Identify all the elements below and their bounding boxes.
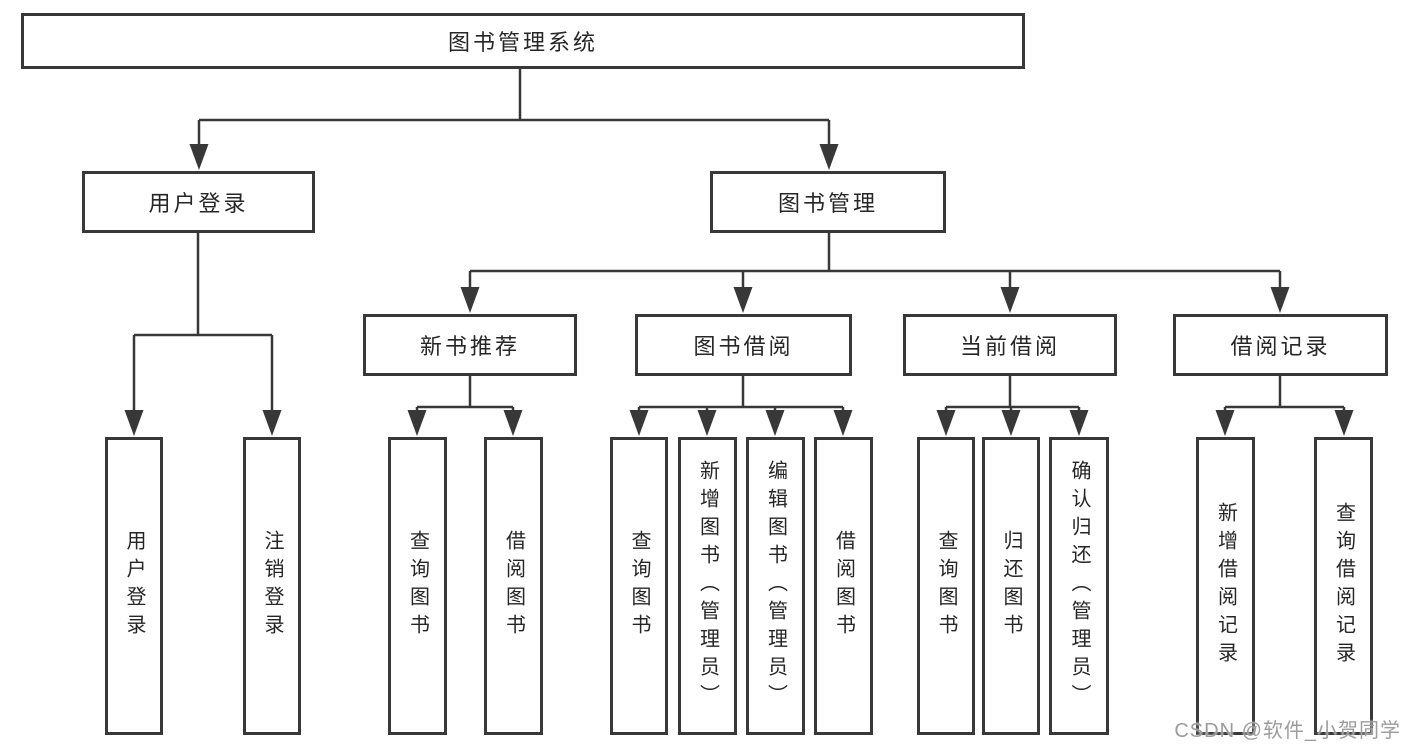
node-label: 编辑图书（管理员） <box>764 460 787 712</box>
csdn-watermark: CSDN @软件_小贺同学 <box>1174 720 1401 742</box>
leaf-recommend-borrow-book: 借阅图书 <box>484 437 543 735</box>
node-user-login: 用户登录 <box>82 171 315 233</box>
node-label: 查询借阅记录 <box>1332 502 1355 670</box>
leaf-recommend-query-book: 查询图书 <box>388 437 447 735</box>
node-label: 归还图书 <box>1000 530 1022 642</box>
node-label: 借阅记录 <box>1230 334 1331 359</box>
node-label: 查询图书 <box>935 530 957 642</box>
node-label: 查询图书 <box>628 530 650 642</box>
node-label: 新书推荐 <box>419 334 520 359</box>
node-label: 图书管理 <box>777 191 878 216</box>
node-borrow-records: 借阅记录 <box>1173 314 1388 376</box>
node-current-borrow: 当前借阅 <box>903 314 1117 376</box>
leaf-edit-book-admin: 编辑图书（管理员） <box>746 437 805 735</box>
node-label: 当前借阅 <box>959 334 1060 359</box>
arrowheads <box>124 144 1354 436</box>
leaf-logout: 注销登录 <box>243 437 301 735</box>
leaf-borrow-query-book: 查询图书 <box>610 437 668 735</box>
node-root-library-management-system: 图书管理系统 <box>21 13 1025 69</box>
leaf-add-book-admin: 新增图书（管理员） <box>678 437 737 735</box>
node-new-book-recommend: 新书推荐 <box>363 314 577 376</box>
leaf-add-borrow-record: 新增借阅记录 <box>1196 437 1255 735</box>
connector-segments <box>132 69 1346 414</box>
node-label: 注销登录 <box>261 530 283 642</box>
leaf-borrow-book: 借阅图书 <box>814 437 873 735</box>
node-book-borrow: 图书借阅 <box>635 314 852 376</box>
node-label: 用户登录 <box>148 191 249 216</box>
leaf-user-login: 用户登录 <box>105 437 163 735</box>
node-label: 确认归还（管理员） <box>1068 460 1090 712</box>
node-label: 新增图书（管理员） <box>696 460 719 712</box>
node-label: 图书管理系统 <box>447 30 598 55</box>
node-label: 查询图书 <box>406 530 429 642</box>
leaf-return-book: 归还图书 <box>982 437 1040 735</box>
node-label: 新增借阅记录 <box>1214 502 1237 670</box>
node-label: 借阅图书 <box>832 530 855 642</box>
node-label: 借阅图书 <box>502 530 525 642</box>
leaf-confirm-return-admin: 确认归还（管理员） <box>1049 437 1109 735</box>
leaf-query-borrow-record: 查询借阅记录 <box>1314 437 1373 735</box>
node-label: 用户登录 <box>123 530 145 642</box>
node-book-management: 图书管理 <box>710 171 946 233</box>
leaf-current-query-book: 查询图书 <box>917 437 975 735</box>
node-label: 图书借阅 <box>693 334 794 359</box>
